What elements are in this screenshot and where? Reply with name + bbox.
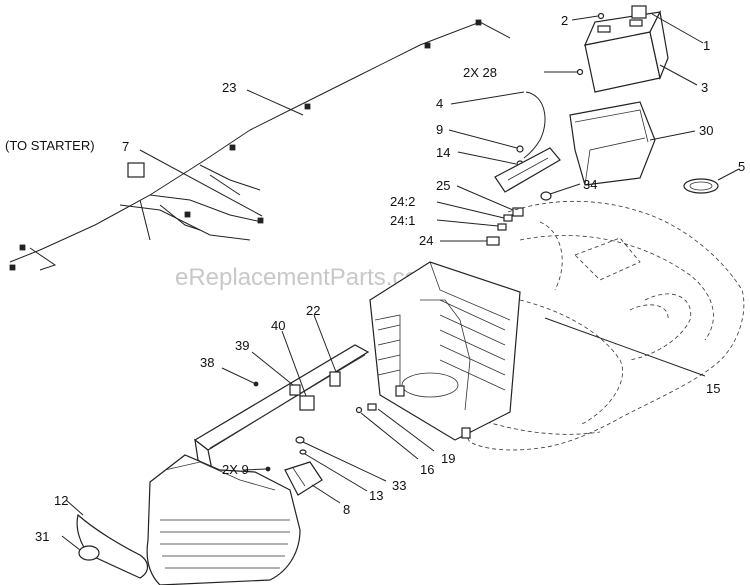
- cap: [683, 178, 719, 194]
- callout-12: 12: [54, 493, 68, 508]
- to-starter-note: (TO STARTER): [5, 138, 95, 153]
- wire-harness: [9, 19, 511, 271]
- callout-22: 22: [306, 303, 320, 318]
- grommet-34: [540, 191, 552, 201]
- callout-38: 38: [200, 355, 214, 370]
- relay-40: [299, 395, 315, 411]
- battery-cable: [523, 91, 546, 159]
- emblem: [78, 545, 100, 561]
- frame-rail: [193, 344, 370, 472]
- callout-2x-28: 2X 28: [463, 65, 497, 80]
- connector-24: [486, 236, 500, 246]
- connector-24-1: [497, 223, 507, 231]
- callout-1: 1: [703, 38, 710, 53]
- leader-lines: [61, 13, 740, 551]
- callout-7: 7: [122, 139, 129, 154]
- connector-25: [512, 207, 524, 217]
- callout-3: 3: [701, 80, 708, 95]
- callout-24: 24: [419, 233, 433, 248]
- callout-8: 8: [343, 502, 350, 517]
- connector-24-2: [503, 214, 513, 222]
- callout-23: 23: [222, 80, 236, 95]
- callout-4: 4: [436, 96, 443, 111]
- callout-30: 30: [699, 123, 713, 138]
- callout-13: 13: [369, 488, 383, 503]
- fender-body: [466, 200, 745, 451]
- bolt-28: [576, 68, 584, 76]
- callout-14: 14: [436, 145, 450, 160]
- callout-31: 31: [35, 529, 49, 544]
- bolt-9: [516, 145, 524, 153]
- callout-40: 40: [271, 318, 285, 333]
- callout-15: 15: [706, 381, 720, 396]
- callout-34: 34: [583, 177, 597, 192]
- battery-tray: [569, 101, 656, 186]
- callout-16: 16: [420, 462, 434, 477]
- hood: [146, 454, 301, 585]
- callout-19: 19: [441, 451, 455, 466]
- callouts: 1 2 2X 28 3 4 30 9 14 5 25 34 24:2 24:1 …: [5, 13, 745, 544]
- screw-2: [597, 12, 605, 20]
- nut-33: [295, 436, 305, 444]
- callout-9: 9: [436, 122, 443, 137]
- washer-16: [355, 406, 363, 414]
- frame: [369, 261, 521, 441]
- mount-8: [284, 461, 323, 496]
- callout-2x-9: 2X 9: [222, 462, 249, 477]
- callout-24-1: 24:1: [390, 213, 415, 228]
- bracket-22: [329, 371, 341, 387]
- callout-33: 33: [392, 478, 406, 493]
- bolt-13: [299, 449, 307, 455]
- bolt-9b: [265, 466, 271, 472]
- callout-25: 25: [436, 178, 450, 193]
- battery: [583, 10, 669, 93]
- battery-bracket: [494, 147, 561, 193]
- callout-24-2: 24:2: [390, 194, 415, 209]
- switch-19: [367, 403, 377, 411]
- bumper: [76, 513, 149, 579]
- callout-2: 2: [561, 13, 568, 28]
- terminal-cover: [631, 5, 647, 19]
- solenoid-39: [289, 384, 301, 396]
- callout-39: 39: [235, 338, 249, 353]
- callout-5: 5: [738, 159, 745, 174]
